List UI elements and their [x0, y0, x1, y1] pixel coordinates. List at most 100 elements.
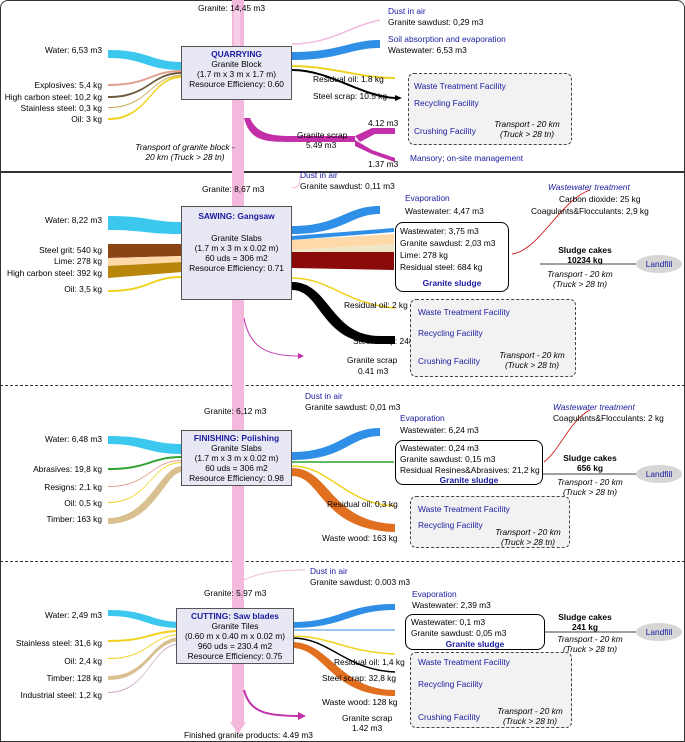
- output-heading: Dust in air: [310, 566, 348, 576]
- wastewater-flow-q: [292, 40, 380, 60]
- output-label: Wastewater: 2,39 m3: [412, 600, 491, 610]
- output-label: Steel scrap: 10.5 kg: [313, 91, 388, 101]
- output-label: 5.49 m3: [306, 140, 337, 150]
- final-products-label: Finished granite products: 4.49 m3: [184, 730, 313, 740]
- waste-wood-flow-c: [292, 642, 395, 696]
- sludge-cakes-heading: Sludge cakes: [563, 453, 617, 463]
- input-label: Lime: 278 kg: [54, 256, 102, 266]
- output-label: 1.42 m3: [352, 723, 383, 733]
- treatment-label: Coagulants&Flocculants: 2,9 kg: [531, 206, 649, 216]
- output-label: Granite sawdust: 0,11 m3: [300, 181, 395, 191]
- granite-input-finishing: Granite: 6,12 m3: [204, 406, 267, 416]
- granite-input-sawing: Granite: 8,67 m3: [202, 184, 265, 194]
- facilities-box-quarrying: [408, 73, 572, 145]
- process-title-finishing: FINISHING: Polishing: [193, 433, 280, 443]
- transport-label: (Truck > 28 tn): [502, 716, 558, 726]
- process-box-quarrying[interactable]: QUARRYING Granite Block (1.7 m x 3 m x 1…: [181, 46, 292, 100]
- process-line: Resource Efficiency: 0.60: [189, 79, 284, 89]
- process-line: (1.7 m x 3 m x 0.02 m): [194, 453, 279, 463]
- sludge-line: Residual steel: 684 kg: [400, 262, 483, 272]
- input-label: High carbon steel: 10,2 kg: [4, 92, 102, 102]
- process-line: Granite Tiles: [211, 621, 259, 631]
- transport-label: (Truck > 28 tn): [504, 360, 560, 370]
- landfill-sawing: Landfill: [636, 255, 682, 273]
- sludge-box-finishing: [395, 440, 543, 485]
- output-heading: Mansory; on-site management: [410, 153, 524, 163]
- process-title-quarrying: QUARRYING: [211, 49, 262, 59]
- process-line: 60 uds = 306 m2: [205, 463, 268, 473]
- granite-flow-spine: [232, 0, 244, 722]
- granite-input-cutting: Granite: 5.97 m3: [204, 588, 267, 598]
- process-line: (0.60 m x 0.40 m x 0.02 m): [184, 631, 286, 641]
- facility-label: Recycling Facility: [418, 520, 483, 530]
- water-flow-f: [108, 436, 182, 454]
- transport-label: Transport - 20 km: [547, 269, 613, 279]
- waste-wood-flow-f: [292, 468, 395, 532]
- output-heading: Evaporation: [405, 193, 450, 203]
- transport-note: Transport of granite block -: [135, 142, 235, 152]
- sludge-line: Lime: 278 kg: [400, 250, 448, 260]
- output-label: Granite scrap: [342, 713, 393, 723]
- input-label: Abrasives: 19,8 kg: [33, 464, 102, 474]
- transport-label: Transport - 20 km: [499, 350, 565, 360]
- facility-label: Recycling Facility: [418, 328, 483, 338]
- sludge-title: Granite sludge: [445, 639, 505, 649]
- facility-label: Crushing Facility: [414, 126, 476, 136]
- output-label: Residual oil: 1,4 kg: [334, 657, 405, 667]
- input-label: Water: 6,53 m3: [45, 45, 102, 55]
- input-label: Water: 6,48 m3: [45, 434, 102, 444]
- transport-label: Transport - 20 km: [495, 527, 561, 537]
- process-title-cutting: CUTTING: Saw blades: [191, 611, 279, 621]
- input-label: Stainless steel: 31,6 kg: [15, 638, 102, 648]
- sludge-cakes-value: 10234 kg: [567, 255, 603, 265]
- sludge-cakes-value: 241 kg: [571, 622, 599, 632]
- wastewater-flow-s: [292, 206, 380, 234]
- process-box-finishing[interactable]: FINISHING: Polishing Granite Slabs (1.7 …: [181, 430, 292, 486]
- sludge-cakes-heading: Sludge cakes: [558, 612, 612, 622]
- landfill-cutting: Landfill: [636, 623, 682, 641]
- output-heading: Soil absorption and evaporation: [388, 34, 506, 44]
- transport-label: Transport - 20 km: [557, 477, 623, 487]
- output-label: Waste wood: 128 kg: [322, 697, 398, 707]
- output-heading: Dust in air: [305, 391, 343, 401]
- input-label: Oil: 3 kg: [71, 114, 102, 124]
- granite-scrap-flow-q: [244, 118, 355, 142]
- output-heading: Evaporation: [412, 589, 457, 599]
- sludge-band-s: [292, 252, 394, 270]
- facility-label: Recycling Facility: [418, 679, 483, 689]
- output-label: Residual oil: 0,3 kg: [327, 499, 398, 509]
- transport-label: Transport - 20 km: [497, 706, 563, 716]
- process-box-cutting[interactable]: CUTTING: Saw blades Granite Tiles (0.60 …: [176, 608, 294, 664]
- timber-flow-f: [108, 466, 182, 524]
- process-line: Granite Block: [211, 59, 262, 69]
- process-box-sawing[interactable]: SAWING: Gangsaw Granite Slabs (1.7 m x 3…: [181, 206, 292, 300]
- wastewater-flow-f: [292, 428, 380, 460]
- process-line: (1.7 m x 3 m x 1.7 m): [196, 69, 277, 79]
- output-label: Residual oil: 1.8 kg: [313, 74, 384, 84]
- process-line: Granite Slabs: [211, 443, 262, 453]
- sludge-box-cutting: [405, 614, 545, 650]
- output-label: Wastewater: 6,53 m3: [388, 45, 467, 55]
- sludge-box-sawing: [395, 222, 509, 292]
- transport-label: (Truck > 28 tn): [562, 487, 618, 497]
- landfill-finishing: Landfill: [636, 465, 682, 483]
- sludge-cakes-value: 656 kg: [576, 463, 604, 473]
- transport-label: (Truck > 28 tn): [500, 537, 556, 547]
- water-flow-s: [108, 216, 182, 234]
- input-label: Water: 8,22 m3: [45, 215, 102, 225]
- input-label: Timber: 163 kg: [46, 514, 102, 524]
- water-flow-c: [108, 610, 182, 628]
- facility-label: Recycling Facility: [414, 98, 479, 108]
- process-line: Granite Slabs: [211, 233, 262, 243]
- treatment-label: Carbon dioxide: 25 kg: [559, 194, 641, 204]
- facilities-box-cutting: [410, 652, 572, 728]
- sludge-line: Granite sawdust: 2,03 m3: [400, 238, 496, 248]
- sludge-title: Granite sludge: [439, 475, 499, 485]
- transport-label: (Truck > 28 tn): [562, 644, 618, 654]
- treatment-heading: Wastewater treatment: [548, 182, 630, 192]
- output-heading: Dust in air: [388, 6, 426, 16]
- sludge-cakes-heading: Sludge cakes: [558, 245, 612, 255]
- process-title-sawing: SAWING: Gangsaw: [198, 211, 275, 221]
